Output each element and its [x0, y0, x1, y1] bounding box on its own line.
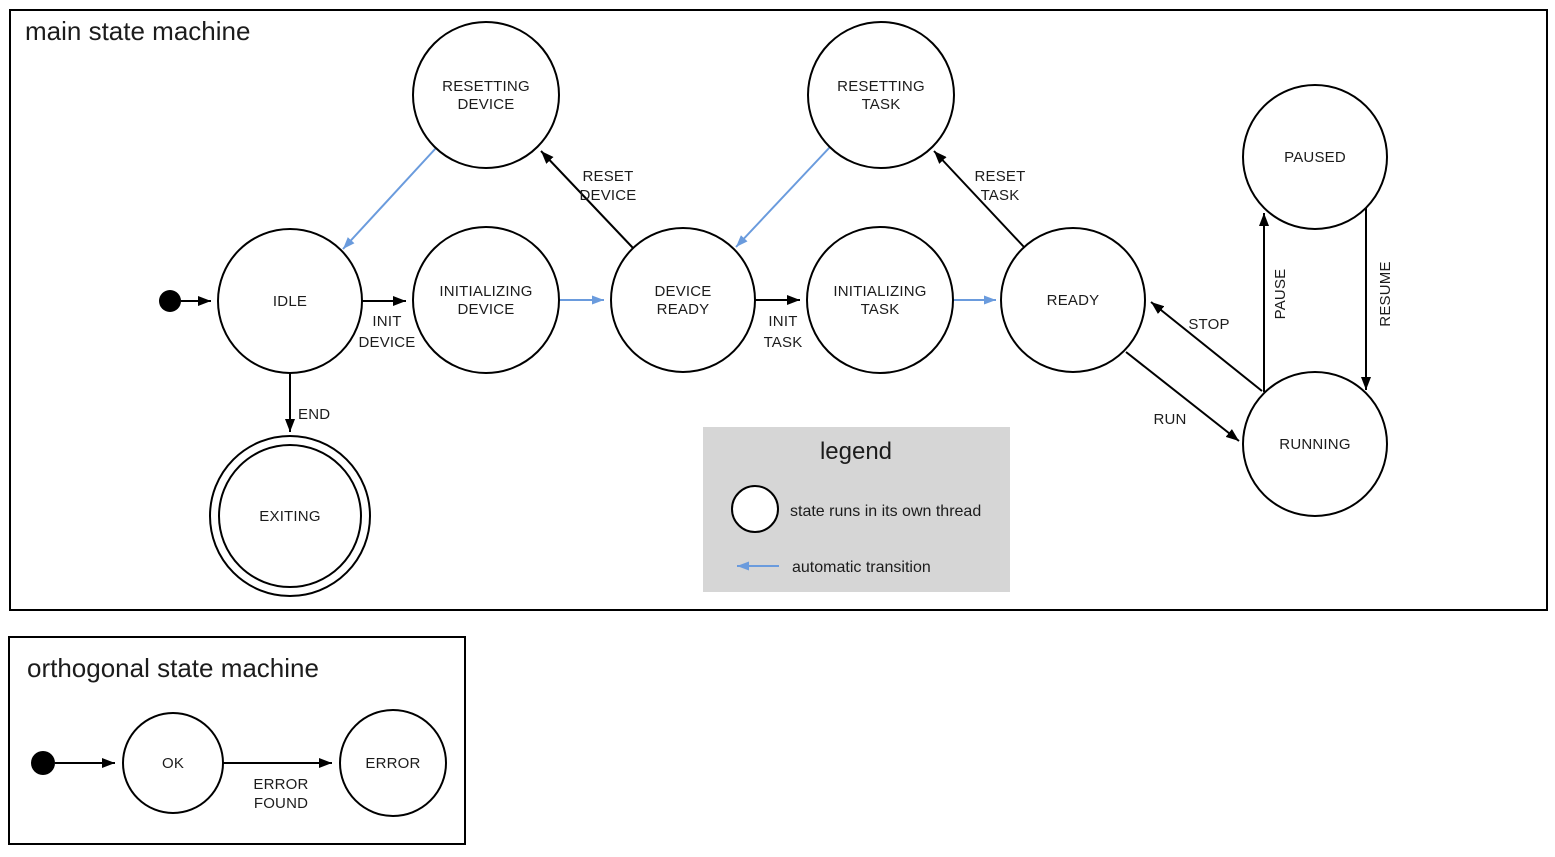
state-exiting: EXITING — [209, 435, 371, 597]
legend-item-threaded-label: state runs in its own thread — [790, 503, 981, 520]
transition-label-reset-device-line2: DEVICE — [579, 187, 636, 204]
transition-auto-resettask-to-deviceready — [735, 146, 831, 248]
transition-auto-resetdevice-to-idle — [342, 147, 437, 250]
transition-label-reset-device-line1: RESET — [582, 168, 633, 185]
legend-threaded-state-icon — [731, 485, 779, 533]
state-resetting-device: RESETTING DEVICE — [412, 21, 560, 169]
state-initializing-task-label-line1: INITIALIZING — [833, 283, 926, 300]
transition-label-error-found-line1: ERROR — [253, 776, 308, 793]
transition-label-init-task-line2: TASK — [764, 334, 803, 351]
main-state-machine-group: main state machine INIT DEVICE RESET DEV… — [9, 9, 1548, 611]
state-initializing-device-label-line2: DEVICE — [457, 301, 514, 318]
legend-item-automatic-label: automatic transition — [792, 559, 931, 576]
state-ok-circle — [122, 712, 224, 814]
transition-label-stop: STOP — [1188, 316, 1229, 333]
state-initializing-device-circle — [412, 226, 560, 374]
transition-reset-device — [540, 150, 634, 249]
state-initializing-task-circle — [806, 226, 954, 374]
main-state-machine-title: main state machine — [25, 16, 250, 46]
state-device-ready: DEVICE READY — [610, 227, 756, 373]
state-device-ready-label-line1: DEVICE — [654, 283, 711, 300]
state-running-label: RUNNING — [1279, 436, 1350, 453]
state-paused: PAUSED — [1242, 84, 1388, 230]
transition-stop — [1150, 301, 1263, 392]
state-ready: READY — [1000, 227, 1146, 373]
state-error-circle — [339, 709, 447, 817]
orthogonal-state-machine-title: orthogonal state machine — [27, 653, 319, 683]
state-initializing-device-label-line1: INITIALIZING — [439, 283, 532, 300]
state-device-ready-label-line2: READY — [657, 301, 710, 318]
transition-label-end: END — [298, 406, 330, 423]
transition-label-pause: PAUSE — [1272, 269, 1289, 320]
state-resetting-device-circle — [412, 21, 560, 169]
transition-label-init-task-line1: INIT — [768, 313, 797, 330]
state-ok: OK — [122, 712, 224, 814]
state-device-ready-circle — [610, 227, 756, 373]
state-error: ERROR — [339, 709, 447, 817]
state-idle-circle — [217, 228, 363, 374]
transition-label-error-found-line2: FOUND — [254, 795, 308, 812]
state-paused-circle — [1242, 84, 1388, 230]
state-running-circle — [1242, 371, 1388, 517]
state-idle: IDLE — [217, 228, 363, 374]
state-resetting-task-circle — [807, 21, 955, 169]
transition-label-init-device-line1: INIT — [372, 313, 401, 330]
transition-label-reset-task-line1: RESET — [974, 168, 1025, 185]
transition-label-resume: RESUME — [1377, 261, 1394, 326]
orthogonal-initial-state-dot — [31, 751, 55, 775]
state-ready-label: READY — [1047, 292, 1100, 309]
state-exiting-inner-circle — [218, 444, 362, 588]
state-initializing-task: INITIALIZING TASK — [806, 226, 954, 374]
transition-reset-task — [933, 150, 1025, 248]
state-resetting-task-label-line1: RESETTING — [837, 78, 925, 95]
orthogonal-state-machine-group: orthogonal state machine ERROR FOUND OK … — [8, 636, 466, 845]
transition-label-reset-task-line2: TASK — [981, 187, 1020, 204]
state-running: RUNNING — [1242, 371, 1388, 517]
transition-label-init-device-line2: DEVICE — [358, 334, 415, 351]
state-error-label: ERROR — [365, 755, 420, 772]
state-resetting-task: RESETTING TASK — [807, 21, 955, 169]
initial-state-dot — [159, 290, 181, 312]
state-initializing-device: INITIALIZING DEVICE — [412, 226, 560, 374]
state-resetting-device-label-line1: RESETTING — [442, 78, 530, 95]
transition-label-run: RUN — [1153, 411, 1186, 428]
state-ready-circle — [1000, 227, 1146, 373]
state-resetting-device-label-line2: DEVICE — [457, 96, 514, 113]
legend: legend state runs in its own thread auto… — [703, 427, 1010, 592]
state-paused-label: PAUSED — [1284, 149, 1346, 166]
state-resetting-task-label-line2: TASK — [862, 96, 901, 113]
state-idle-label: IDLE — [273, 293, 307, 310]
transition-run — [1125, 351, 1240, 442]
legend-title: legend — [820, 438, 892, 465]
state-ok-label: OK — [162, 755, 184, 772]
state-exiting-label: EXITING — [259, 508, 320, 525]
state-initializing-task-label-line2: TASK — [861, 301, 900, 318]
